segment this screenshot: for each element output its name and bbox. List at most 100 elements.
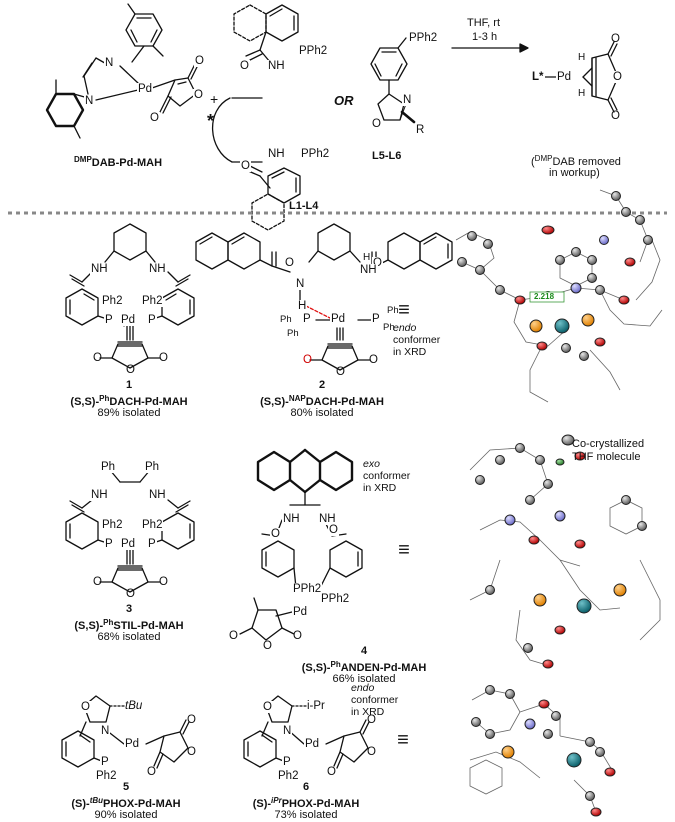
atom-o-product-3: O (611, 110, 620, 122)
compound-3-yield: 68% isolated (97, 631, 161, 643)
hbond-distance-label: 2.218 (534, 292, 555, 301)
compound-3-name: (S,S)-PhSTIL-Pd-MAH (74, 618, 184, 632)
atom-n-lower: N (84, 95, 95, 107)
atom-o-4d: O (263, 640, 272, 652)
atom-p-3a: P (104, 538, 114, 550)
atom-pph2-l1-upper: PPh2 (298, 45, 329, 57)
compound-1-name: (S,S)-PhDACH-Pd-MAH (70, 394, 188, 408)
compound-1-structure (65, 223, 195, 369)
atom-h-2b: H (297, 300, 308, 312)
compound-2-conformer-note: endo conformer in XRD (393, 322, 441, 358)
atom-ph-3b: Ph (144, 461, 161, 473)
compound-2-yield: 80% isolated (290, 407, 354, 419)
atom-ph-2b: Ph (287, 328, 299, 339)
atom-o-start-2: O (194, 55, 205, 67)
atom-o-6: O (262, 701, 273, 713)
atom-o-start-3: O (193, 89, 204, 101)
ligand-group-2-label: L5-L6 (372, 150, 402, 162)
atom-ph-3a: Ph (100, 461, 117, 473)
atom-nh-2: NH (359, 264, 378, 276)
cocrystal-note: Co-crystallized THF molecule (572, 438, 645, 463)
atom-o-5d: O (147, 766, 156, 778)
atom-p-6: P (282, 756, 292, 768)
dab-pd-mah-structure (45, 3, 199, 139)
atom-p-5: P (100, 756, 110, 768)
compound-4-number: 4 (360, 645, 368, 657)
equiv-symbol-2: ≡ (398, 299, 410, 321)
compound-3-structure (65, 469, 195, 593)
ligand-l5-l6-structure (370, 37, 416, 124)
atom-o-l1: O (239, 60, 250, 72)
atom-h-2: H (362, 252, 372, 264)
compound-4-yield: 66% isolated (332, 673, 396, 685)
atom-o-4e: O (293, 630, 302, 642)
conditions-line-2: 1-3 h (472, 31, 498, 43)
atom-ph2-3a: Ph2 (101, 519, 124, 531)
compound-5-name: (S)-tBuPHOX-Pd-MAH (71, 796, 181, 810)
atom-n-5: N (100, 725, 111, 737)
chiral-star: * (207, 111, 215, 131)
atom-n-upper: N (104, 57, 115, 69)
xrd-structure-4 (469, 434, 661, 669)
atom-pd-start: Pd (137, 83, 154, 95)
atom-ph-2a: Ph (280, 314, 292, 325)
atom-tbu-5: tBu (125, 700, 143, 712)
atom-o-3c: O (159, 576, 168, 588)
compound-2-structure (195, 223, 453, 371)
atom-nh-l1-lower: NH (267, 148, 286, 160)
atom-o-2c: O (336, 366, 345, 378)
atom-nh-l1-upper: NH (267, 60, 286, 72)
atom-n-2: N (295, 278, 306, 290)
atom-o-5b: O (187, 714, 196, 726)
workup-note: (DMPDAB removed (531, 154, 621, 168)
plus-sign: + (210, 91, 219, 107)
atom-pd-4: Pd (292, 606, 309, 618)
compound-4-structure (239, 448, 363, 641)
atom-n-l5: N (402, 94, 413, 106)
atom-p-2a: P (302, 313, 312, 325)
atom-r-l5: R (416, 124, 425, 136)
atom-nh-3b: NH (148, 489, 167, 501)
atom-pd-2: Pd (330, 313, 347, 325)
ligand-l1-l4-structure (211, 4, 301, 231)
compound-2-name: (S,S)-NAPDACH-Pd-MAH (260, 394, 384, 408)
atom-ipr-6: i-Pr (307, 700, 325, 712)
atom-p-3b: P (147, 538, 157, 550)
atom-p-1b: P (147, 314, 157, 326)
atom-nh-3a: NH (90, 489, 109, 501)
compound-6-number: 6 (302, 781, 310, 793)
atom-pd-6: Pd (304, 738, 321, 750)
atom-nh-1a: NH (90, 263, 109, 275)
atom-pd-1: Pd (120, 314, 137, 326)
atom-o-3: O (126, 588, 135, 600)
atom-o-4b: O (328, 524, 339, 536)
compound-1-yield: 89% isolated (97, 407, 161, 419)
atom-o-3b: O (93, 576, 102, 588)
product-ligand: L* (531, 71, 545, 83)
compound-1-number: 1 (125, 379, 133, 391)
compound-4-conformer-note: exo conformer in XRD (363, 458, 411, 494)
compound-5-yield: 90% isolated (94, 809, 158, 821)
atom-p-2b: P (371, 313, 381, 325)
conditions-line-1: THF, rt (467, 17, 500, 29)
atom-o-l5: O (371, 118, 382, 130)
atom-o-5: O (80, 701, 91, 713)
atom-pd-product: Pd (556, 71, 573, 83)
atom-ph-2c: Ph (387, 305, 399, 316)
atom-o-1c: O (159, 352, 168, 364)
atom-hn-4a: NH (282, 513, 301, 525)
atom-ph2-1a: Ph2 (101, 295, 124, 307)
atom-o-1b: O (93, 352, 102, 364)
atom-o-4a: O (270, 528, 281, 540)
compound-4-name: (S,S)-PhANDEN-Pd-MAH (301, 660, 427, 674)
ligand-group-1-label: L1-L4 (289, 200, 319, 212)
compound-3-number: 3 (125, 603, 133, 615)
atom-ph2-5: Ph2 (95, 770, 118, 782)
atom-ph2-6: Ph2 (277, 770, 300, 782)
atom-o-2d: O (303, 354, 312, 366)
atom-pph2-l1-lower: PPh2 (300, 148, 331, 160)
atom-ph2-1b: Ph2 (141, 295, 164, 307)
atom-o-2a: O (284, 257, 295, 269)
compound-6-name: (S)-iPrPHOX-Pd-MAH (252, 796, 360, 810)
